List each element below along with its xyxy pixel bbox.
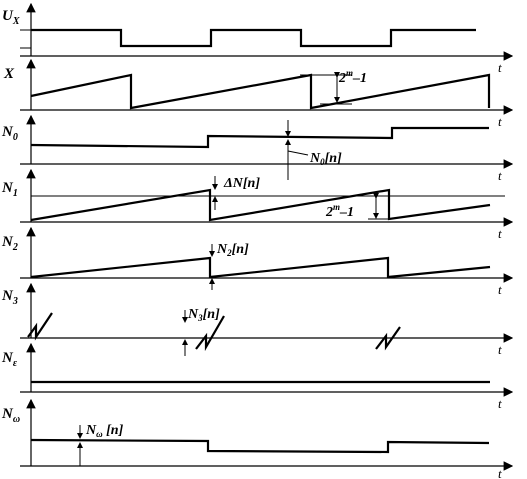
n0-label: N0[n] (309, 151, 342, 167)
row-label-n3: N3 (1, 288, 18, 307)
n2-label: N2[n] (216, 242, 249, 258)
signal-ux (20, 28, 476, 49)
svg-text:t: t (498, 396, 502, 411)
signal-nw: Nω [n] (30, 423, 490, 466)
row-label-x: X (3, 66, 15, 82)
svg-text:t: t (498, 342, 502, 357)
n3-label: N3[n] (187, 307, 220, 323)
delta-n-label: ΔN[n] (223, 176, 260, 191)
svg-text:t: t (498, 168, 502, 183)
row-label-ne: Nε (1, 350, 18, 369)
signal-x: 2m–1 (30, 68, 491, 110)
n1-amplitude-label: 2m–1 (325, 202, 354, 220)
svg-text:t: t (498, 114, 502, 129)
signal-n1: ΔN[n] 2m–1 (30, 176, 505, 222)
row-label-n1: N1 (1, 180, 18, 199)
x-amplitude-label: 2m–1 (338, 68, 367, 86)
svg-text:t: t (498, 282, 502, 297)
svg-text:t: t (498, 60, 502, 75)
row-label-n2: N2 (1, 234, 18, 253)
svg-text:t: t (498, 466, 502, 479)
signal-n2: N2[n] (30, 242, 491, 290)
time-labels: t t t t t t t t (498, 60, 502, 479)
row-label-nw: Nω (1, 406, 20, 425)
signal-n3: N3[n] (27, 307, 401, 356)
nw-label: Nω [n] (85, 423, 124, 439)
row-label-n0: N0 (1, 124, 18, 143)
svg-text:t: t (498, 226, 502, 241)
row-label-ux: UX (2, 8, 20, 27)
time-axes (20, 51, 514, 471)
signal-n0: N0[n] (30, 120, 489, 180)
